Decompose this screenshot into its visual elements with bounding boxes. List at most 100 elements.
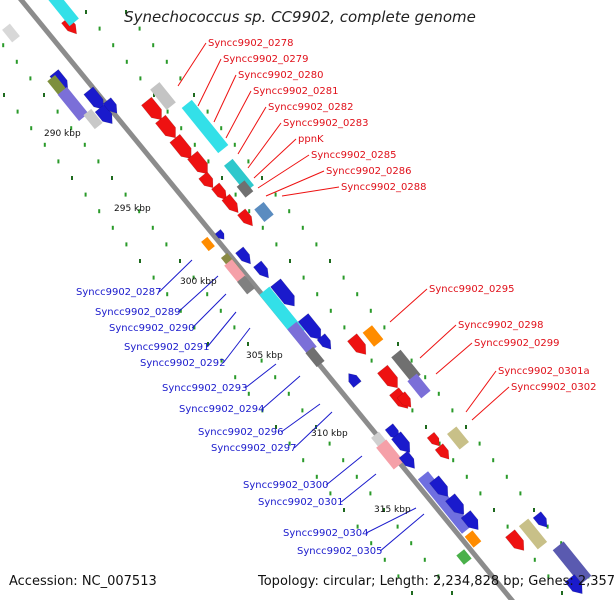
gene-gray-0294 <box>305 346 325 368</box>
scale-dot-0-5 <box>3 93 5 97</box>
gene-blue-0296 <box>348 373 362 389</box>
scale-dot-2-10 <box>221 176 223 180</box>
gene-label-red-9[interactable]: Syncc9902_0288 <box>341 182 427 193</box>
gene-label-blue-2[interactable]: Syncc9902_0290 <box>109 323 195 334</box>
gene-label-red-8[interactable]: Syncc9902_0286 <box>326 166 412 177</box>
gene-red-0298 <box>376 364 398 389</box>
gene-label-red-2[interactable]: Syncc9902_0280 <box>238 70 324 81</box>
gene-gray-0278 <box>150 82 176 110</box>
scale-dot-2-9 <box>207 159 210 164</box>
scale-dot-2-30 <box>493 508 495 512</box>
gene-label-red-6[interactable]: ppnK <box>298 134 324 145</box>
gene-label-blue-5[interactable]: Syncc9902_0293 <box>162 383 248 394</box>
scale-dot-0-10 <box>71 176 73 180</box>
scale-dot-3-8 <box>233 142 236 147</box>
gene-label-blue-10[interactable]: Syncc9902_0301 <box>258 497 344 508</box>
scale-dot-3-9 <box>247 159 250 164</box>
scale-dot-2-3 <box>125 59 128 64</box>
gene-label-red-3[interactable]: Syncc9902_0281 <box>253 86 339 97</box>
scale-dot-1-15 <box>179 259 181 263</box>
gene-red-0301a <box>426 431 440 447</box>
gene-blue-0294b <box>316 333 332 350</box>
scale-dot-3-13 <box>301 225 304 230</box>
leader-line-blue-6 <box>261 375 301 410</box>
gene-gray-0298 <box>391 349 421 383</box>
scale-dot-3-3 <box>165 59 168 64</box>
gene-red-0286 <box>211 182 228 201</box>
scale-dot-2-8 <box>193 142 196 147</box>
gene-label-red-1[interactable]: Syncc9902_0279 <box>223 54 309 65</box>
gene-label-red-0[interactable]: Syncc9902_0278 <box>208 38 294 49</box>
scale-dot-0-25 <box>275 425 277 429</box>
scale-dot-2-0 <box>85 10 87 14</box>
scale-label-2: 300 kbp <box>180 277 217 287</box>
scale-dot-0-33 <box>383 557 386 562</box>
gene-label-red-10[interactable]: Syncc9902_0295 <box>429 284 515 295</box>
gene-purple-0293 <box>287 321 317 355</box>
leader-line-blue-8 <box>293 411 333 449</box>
gene-labels: Syncc9902_0278Syncc9902_0279Syncc9902_02… <box>76 38 597 557</box>
gene-label-red-13[interactable]: Syncc9902_0301a <box>498 366 590 377</box>
scale-dot-0-34 <box>397 574 400 579</box>
scale-dot-0-24 <box>261 408 264 413</box>
gene-label-red-4[interactable]: Syncc9902_0282 <box>268 102 354 113</box>
leader-line-red-3 <box>225 90 252 139</box>
gene-label-blue-11[interactable]: Syncc9902_0304 <box>283 528 369 539</box>
scale-dot-0-6 <box>16 109 19 114</box>
scale-dot-3-7 <box>220 126 223 131</box>
scale-dot-0-17 <box>166 292 169 297</box>
scale-dot-3-18 <box>369 308 372 313</box>
scale-dot-3-24 <box>451 408 454 413</box>
gene-label-red-7[interactable]: Syncc9902_0285 <box>311 150 397 161</box>
scale-dot-0-14 <box>125 242 128 247</box>
gene-orange-0295 <box>362 325 384 347</box>
gene-label-blue-1[interactable]: Syncc9902_0289 <box>95 307 181 318</box>
scale-label-5: 315 kbp <box>374 505 411 515</box>
scale-dot-1-9 <box>97 159 100 164</box>
gene-purple-bottom <box>552 541 592 585</box>
gene-label-red-12[interactable]: Syncc9902_0299 <box>474 338 560 349</box>
gene-label-red-14[interactable]: Syncc9902_0302 <box>511 382 597 393</box>
gene-label-red-11[interactable]: Syncc9902_0298 <box>458 320 544 331</box>
gene-blue-0305 <box>460 510 479 531</box>
scale-dot-3-14 <box>315 242 318 247</box>
map-title: Synechococcus sp. CC9902, complete genom… <box>124 8 476 26</box>
leader-line-red-5 <box>247 122 282 169</box>
scale-dot-1-12 <box>138 209 141 214</box>
scale-dot-2-24 <box>411 408 414 413</box>
leader-line-red-9 <box>281 186 340 197</box>
scale-dot-1-4 <box>29 76 32 81</box>
scale-dot-2-28 <box>465 474 468 479</box>
leader-line-red-2 <box>213 74 237 123</box>
scale-dot-1-6 <box>56 109 59 114</box>
gene-red-bottom <box>504 529 525 551</box>
scale-dot-3-29 <box>519 491 522 496</box>
scale-dot-2-2 <box>112 43 115 48</box>
gene-label-blue-0[interactable]: Syncc9902_0287 <box>76 287 162 298</box>
gene-label-red-5[interactable]: Syncc9902_0283 <box>283 118 369 129</box>
gene-blue-0304b <box>444 493 465 515</box>
gene-blue-left-2 <box>83 86 104 110</box>
scale-dot-0-15 <box>139 259 141 263</box>
gene-red-0288a <box>221 193 239 214</box>
scale-dot-2-18 <box>329 308 332 313</box>
gene-purple-left <box>57 87 89 121</box>
leader-line-red-13 <box>465 370 497 413</box>
scale-dot-3-23 <box>437 391 440 396</box>
scale-dot-3-27 <box>492 458 495 463</box>
scale-dot-1-20 <box>247 342 249 346</box>
genome-map: Syncc9902_0278Syncc9902_0279Syncc9902_02… <box>2 0 597 600</box>
gene-label-blue-4[interactable]: Syncc9902_0292 <box>140 358 226 369</box>
gene-label-blue-8[interactable]: Syncc9902_0297 <box>211 443 297 454</box>
gene-label-blue-3[interactable]: Syncc9902_0291 <box>124 342 210 353</box>
gene-label-blue-9[interactable]: Syncc9902_0300 <box>243 480 329 491</box>
gene-label-blue-6[interactable]: Syncc9902_0294 <box>179 404 265 415</box>
gene-label-blue-7[interactable]: Syncc9902_0296 <box>198 427 284 438</box>
gene-red-0302 <box>434 443 450 460</box>
gene-gray-topleft <box>2 23 20 43</box>
gene-label-blue-12[interactable]: Syncc9902_0305 <box>297 546 383 557</box>
scale-dot-1-17 <box>206 292 209 297</box>
scale-dot-1-34 <box>437 574 440 579</box>
scale-dot-2-5 <box>153 93 155 97</box>
